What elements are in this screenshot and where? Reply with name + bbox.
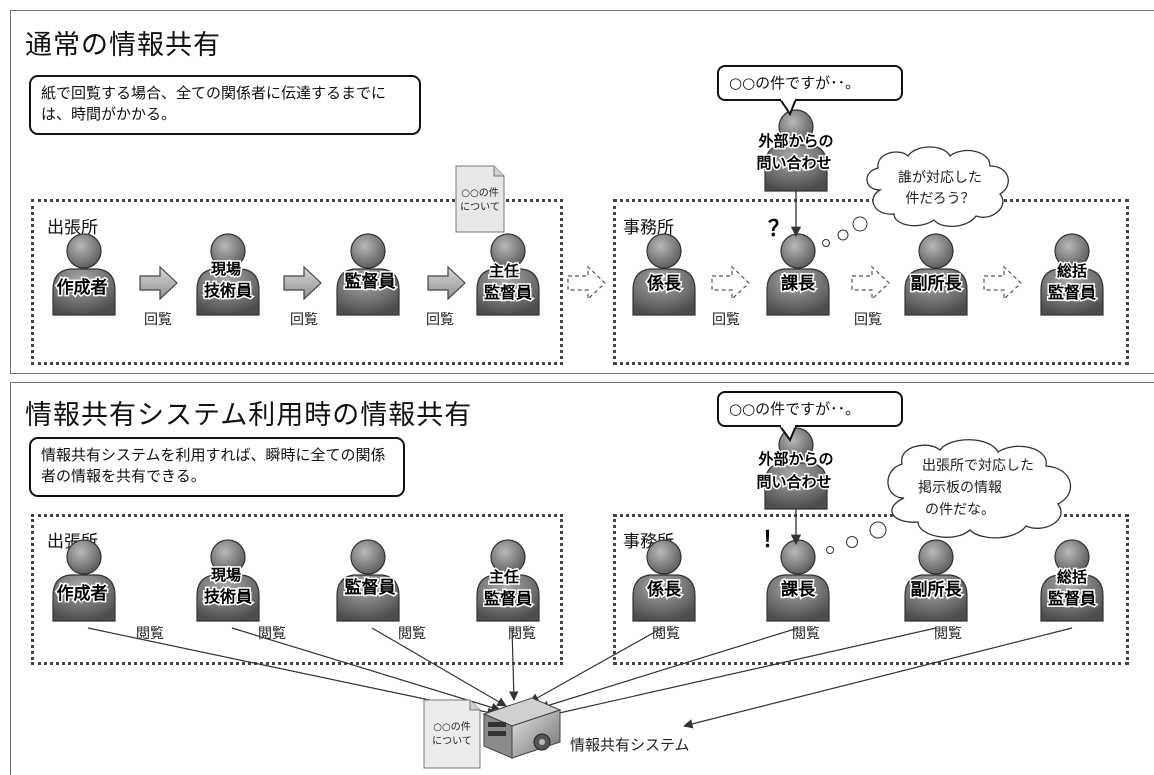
- person-label: 副所長: [911, 580, 963, 600]
- person-general-supervisor-top: 総括 監督員: [1040, 233, 1104, 316]
- circulation-label: 回覧: [290, 311, 318, 328]
- pending-arrow: [711, 266, 750, 300]
- person-label: 作成者: [57, 277, 108, 298]
- speech-tail: [779, 98, 797, 117]
- person-label: 主任: [489, 262, 519, 280]
- thought-text: 出張所で対応した: [922, 458, 1034, 474]
- browse-label: 閲覧: [934, 625, 962, 642]
- thought-text: 件だろう？: [905, 191, 974, 207]
- browse-connections: [87, 627, 1073, 729]
- person-label: 問い合わせ: [756, 473, 831, 491]
- region-branch-office: [31, 199, 563, 365]
- circulation-arrow: [139, 266, 178, 300]
- person-site-engineer-bottom: 現場 技術員: [196, 539, 260, 622]
- thought-text: の件だな。: [925, 502, 995, 518]
- person-label: 問い合わせ: [756, 154, 831, 172]
- circulation-arrow: [427, 266, 466, 300]
- person-external-inquiry-bottom: 外部からの 問い合わせ: [755, 427, 835, 510]
- person-general-supervisor-bottom: 総括 監督員: [1040, 539, 1104, 622]
- person-label: 総括: [1057, 262, 1087, 280]
- person-label: 監督員: [1048, 589, 1096, 608]
- person-label: 係長: [647, 273, 682, 294]
- browse-label: 閲覧: [508, 625, 536, 642]
- person-creator-bottom: 作成者: [52, 539, 116, 622]
- person-chief-supervisor-top: 主任 監督員: [476, 233, 540, 316]
- person-label: 総括: [1057, 568, 1087, 586]
- pending-arrow: [851, 266, 890, 300]
- panel-title: 通常の情報共有: [25, 30, 221, 61]
- system-label: 情報共有システム: [570, 736, 690, 754]
- person-deputy-director-bottom: 副所長: [904, 539, 968, 622]
- person-label: 現場: [211, 260, 241, 278]
- document-text: について: [460, 201, 500, 213]
- region-main-office: [613, 514, 1129, 665]
- note-callout: 情報共有システムを利用すれば、瞬時に全ての関係者の情報を共有できる。: [29, 437, 405, 497]
- speech-bubble: ○○の件ですが･･。: [717, 391, 903, 427]
- region-label: 事務所: [623, 218, 674, 238]
- person-division-head-top: 課長: [766, 233, 830, 316]
- document-text: ○○の件: [433, 721, 470, 733]
- person-label: 現場: [211, 566, 241, 584]
- server-icon: [482, 697, 562, 759]
- thought-cloud: 誰が対応した 件だろう？: [822, 146, 1009, 247]
- person-label: 技術員: [204, 587, 252, 606]
- region-main-office: [613, 199, 1129, 365]
- pending-arrow: [983, 266, 1022, 300]
- browse-label: 閲覧: [258, 625, 286, 642]
- person-label: 監督員: [484, 589, 532, 608]
- speech-bubble: ○○の件ですが･･。: [717, 65, 903, 101]
- person-label: 技術員: [204, 281, 252, 300]
- person-supervisor-bottom: 監督員: [336, 539, 400, 622]
- thought-text: 掲示板の情報: [918, 480, 1002, 496]
- document-icon: ○○の件 について: [423, 699, 481, 769]
- circulation-label: 回覧: [144, 311, 172, 328]
- pending-arrow: [567, 266, 606, 300]
- exclamation-mark: ！: [762, 528, 784, 553]
- person-label: 監督員: [345, 577, 396, 598]
- thought-text: 誰が対応した: [898, 170, 982, 186]
- browse-label: 閲覧: [136, 625, 164, 642]
- person-label: 副所長: [911, 274, 963, 294]
- speech-tail: [779, 425, 797, 443]
- browse-label: 閲覧: [398, 625, 426, 642]
- thought-cloud: 出張所で対応した 掲示板の情報 の件だな。: [826, 439, 1072, 554]
- browse-label: 閲覧: [652, 625, 680, 642]
- person-label: 外部からの: [757, 132, 833, 150]
- person-section-chief-top: 係長: [632, 233, 696, 316]
- document-text: ○○の件: [461, 187, 498, 199]
- person-label: 課長: [781, 579, 816, 600]
- person-label: 外部からの: [757, 450, 833, 468]
- person-label: 主任: [489, 568, 519, 586]
- person-external-inquiry-top: 外部からの 問い合わせ: [755, 109, 835, 192]
- person-label: 監督員: [345, 271, 396, 292]
- document-icon: ○○の件 について: [455, 165, 505, 233]
- panel-title: 情報共有システム利用時の情報共有: [25, 400, 473, 431]
- person-chief-supervisor-bottom: 主任 監督員: [476, 539, 540, 622]
- circulation-label: 回覧: [854, 311, 882, 328]
- circulation-label: 回覧: [426, 311, 454, 328]
- person-label: 監督員: [1048, 283, 1096, 302]
- person-division-head-bottom: 課長: [766, 539, 830, 622]
- question-mark: ？: [768, 217, 790, 242]
- person-label: 監督員: [484, 283, 532, 302]
- browse-label: 閲覧: [792, 625, 820, 642]
- person-creator-top: 作成者: [52, 233, 116, 316]
- person-section-chief-bottom: 係長: [632, 539, 696, 622]
- circulation-arrow: [283, 266, 322, 300]
- person-deputy-director-top: 副所長: [904, 233, 968, 316]
- person-label: 課長: [781, 273, 816, 294]
- document-text: について: [432, 735, 472, 747]
- note-callout: 紙で回覧する場合、全ての関係者に伝達するまでには、時間がかかる。: [29, 75, 421, 135]
- region-branch-office: [31, 514, 563, 665]
- person-label: 係長: [647, 579, 682, 600]
- person-supervisor-top: 監督員: [336, 233, 400, 316]
- region-label: 出張所: [47, 218, 98, 238]
- person-site-engineer-top: 現場 技術員: [196, 233, 260, 316]
- circulation-label: 回覧: [712, 311, 740, 328]
- person-label: 作成者: [57, 583, 108, 604]
